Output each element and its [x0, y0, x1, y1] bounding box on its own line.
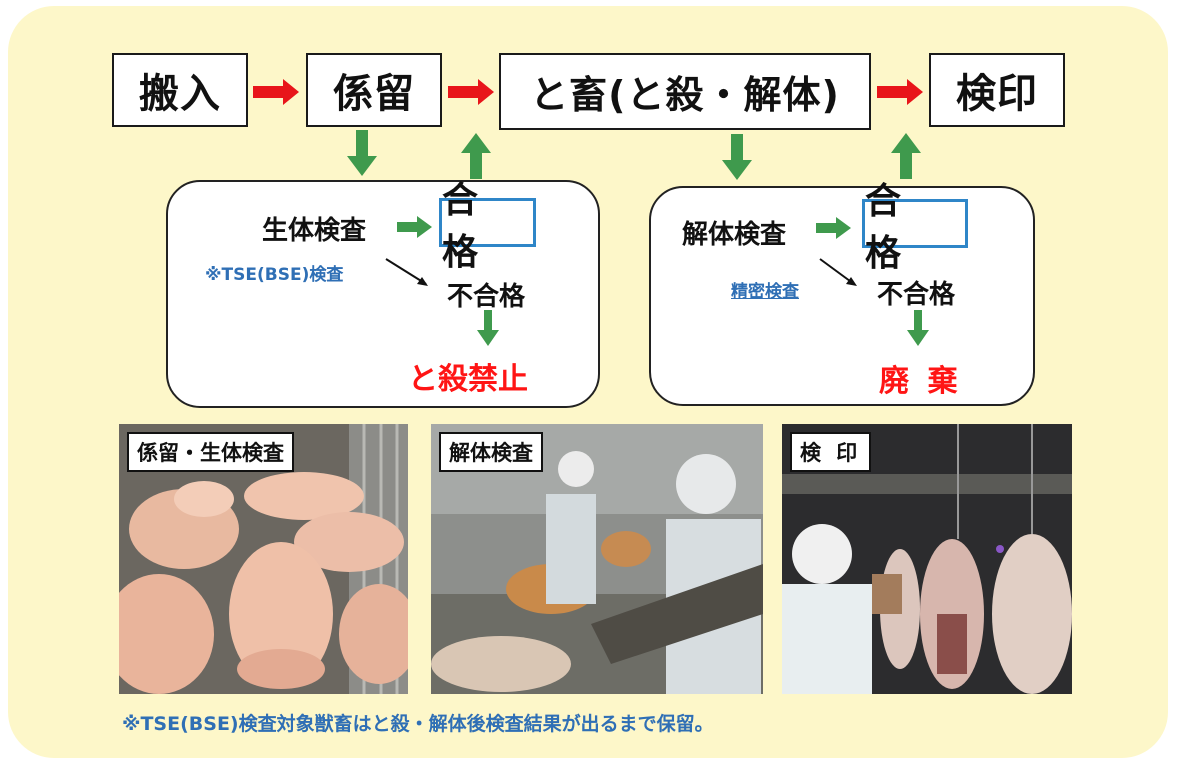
footnote: ※TSE(BSE)検査対象獣畜はと殺・解体後検査結果が出るまで保留。: [122, 713, 714, 735]
right-arrow-icon: [816, 217, 851, 239]
photo-caption: 検 印: [790, 432, 872, 472]
flow-arrow-icon: [877, 79, 923, 105]
fail-label: 不合格: [447, 282, 526, 312]
pass-label: 合 格: [442, 179, 487, 273]
down-arrow-icon: [477, 310, 499, 346]
flow-arrow-icon: [253, 79, 299, 105]
slaughter-prohibited-label: と殺禁止: [408, 362, 528, 397]
photo-caption: 解体検査: [439, 432, 543, 472]
carcass-inspection-label: 解体検査: [682, 220, 787, 250]
down-arrow-icon: [907, 310, 929, 346]
tse-note: ※TSE(BSE)検査: [205, 265, 344, 285]
diagonal-arrow-icon: [385, 258, 428, 286]
pass-box: 合 格: [439, 180, 536, 273]
disposal-label: 廃 棄: [879, 364, 962, 399]
live-inspection-label: 生体検査: [262, 216, 367, 246]
up-arrow-icon: [891, 133, 921, 179]
photo-carcass-inspection: 解体検査: [431, 424, 763, 694]
stage-delivery-label: 搬入: [139, 71, 221, 117]
detailed-inspection-note: 精密検査: [731, 282, 799, 302]
flow-arrow-icon: [448, 79, 494, 105]
fail-label: 不合格: [877, 280, 956, 310]
stage-holding: 係留: [306, 53, 442, 127]
pass-label: 合 格: [865, 180, 910, 274]
stage-delivery: 搬入: [112, 53, 248, 127]
stage-slaughter: と畜(と殺・解体): [499, 53, 871, 130]
stage-stamp: 検印: [929, 53, 1065, 127]
photo-stamp-inspection: 検 印: [782, 424, 1072, 694]
photo-caption: 係留・生体検査: [127, 432, 294, 472]
down-arrow-icon: [722, 134, 752, 180]
up-arrow-icon: [461, 133, 491, 179]
pig-pen-illustration: [119, 424, 408, 694]
stage-slaughter-label: と畜(と殺・解体): [530, 73, 840, 117]
diagonal-arrow-icon: [819, 258, 857, 286]
stage-stamp-label: 検印: [956, 71, 1038, 117]
stage-holding-label: 係留: [333, 71, 415, 117]
pass-box: 合 格: [862, 181, 968, 274]
right-arrow-icon: [397, 216, 432, 238]
photo-holding-pigs: 係留・生体検査: [119, 424, 408, 694]
down-arrow-icon: [347, 130, 377, 176]
